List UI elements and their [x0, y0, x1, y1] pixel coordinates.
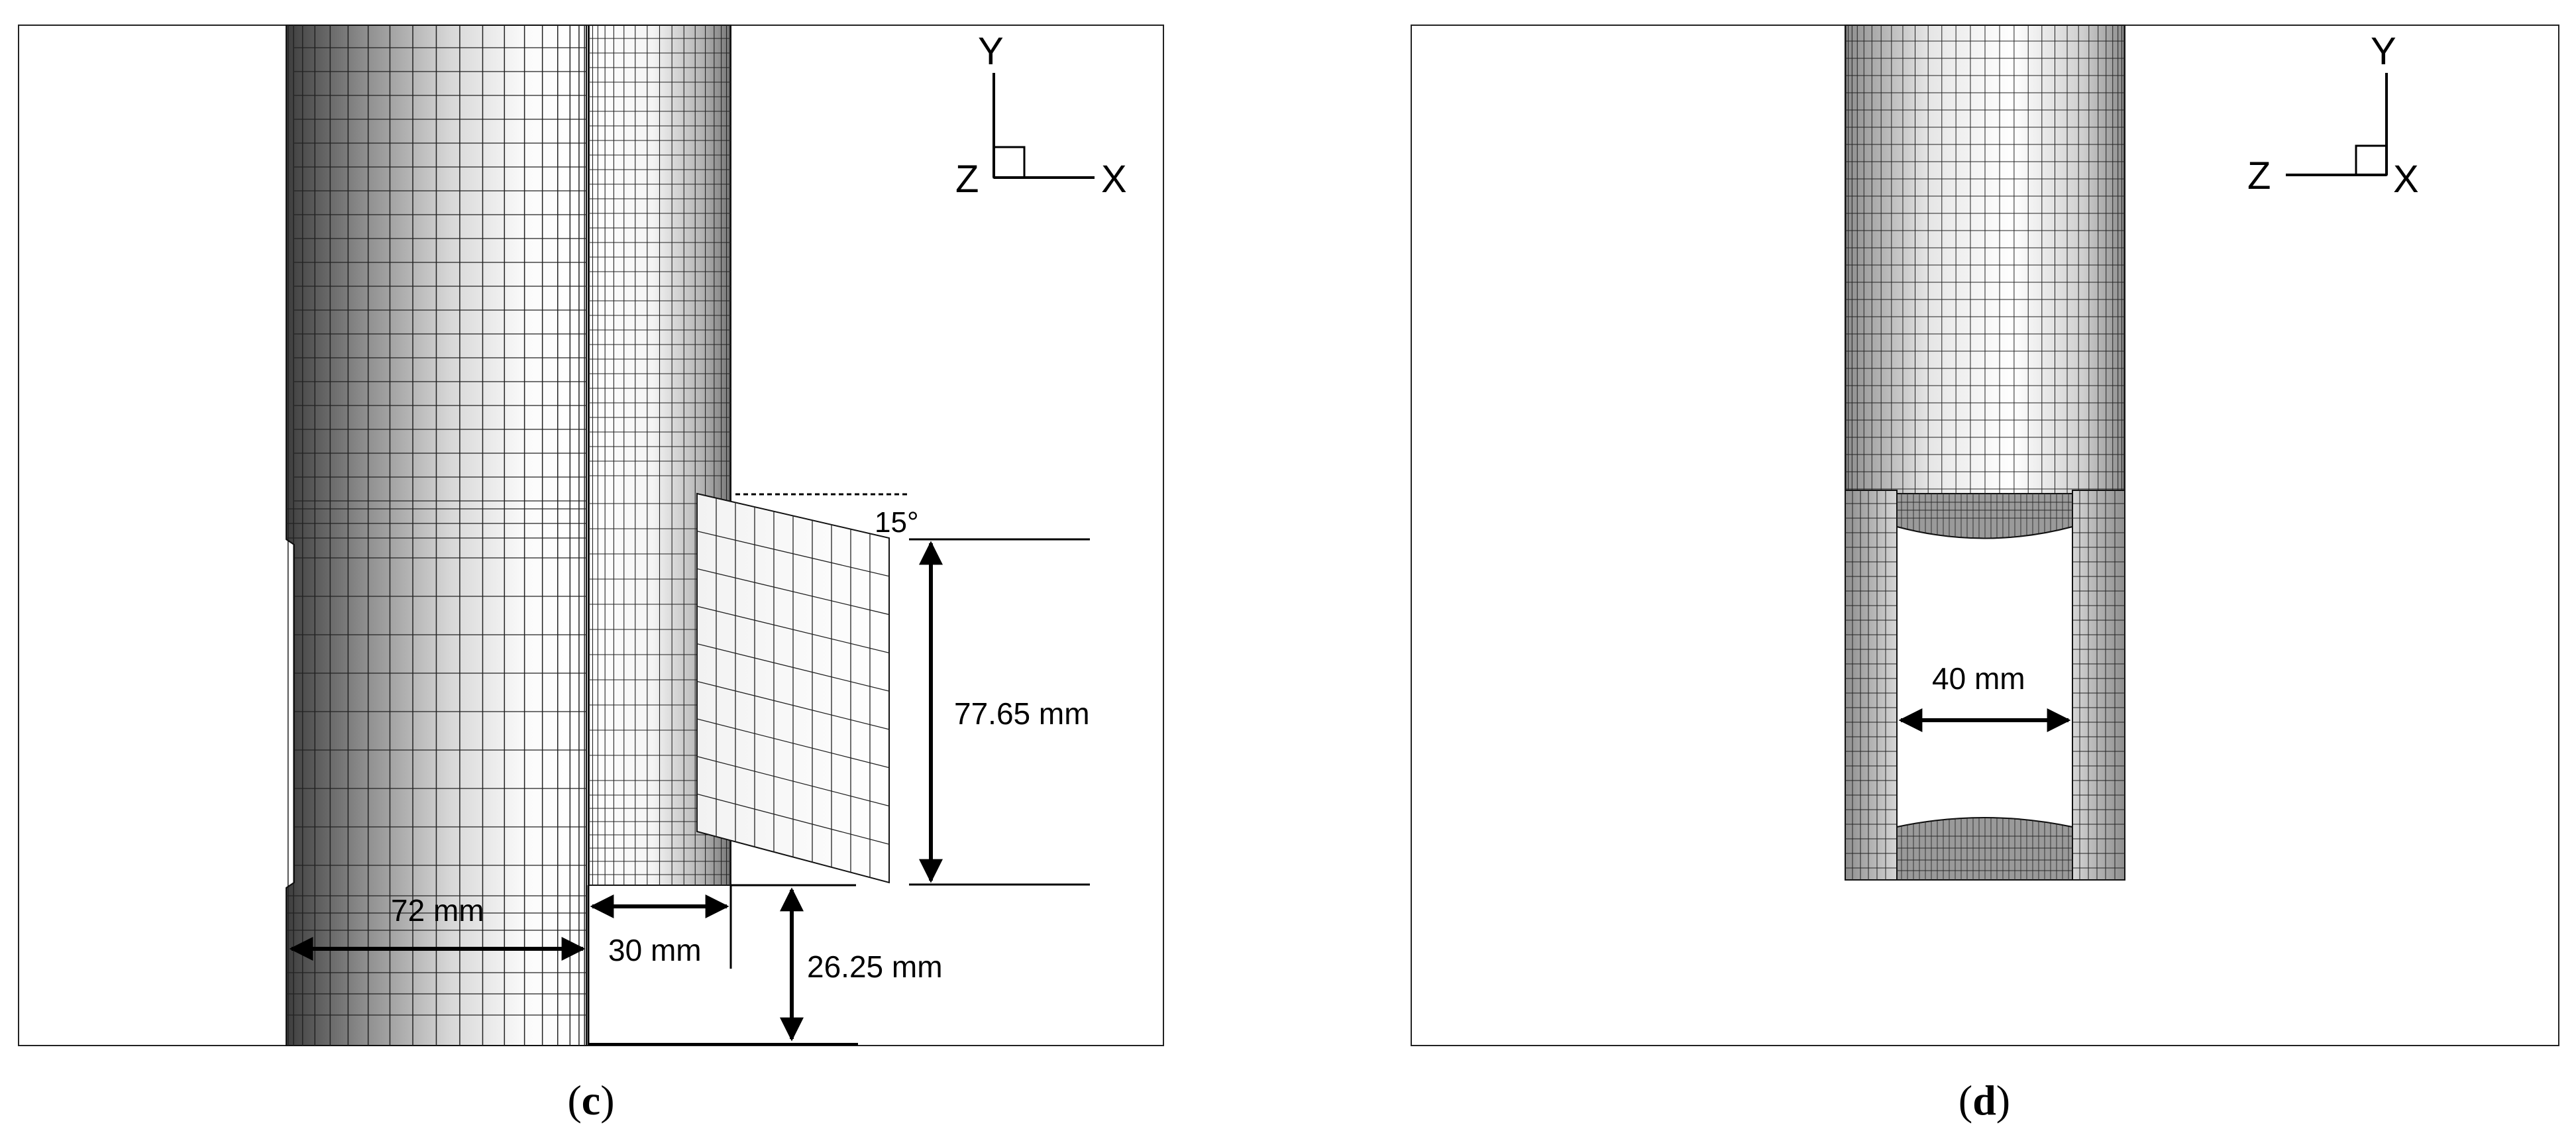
axis-z-label: Z [955, 158, 979, 201]
axis-y-label: Y [2371, 30, 2396, 73]
dim-72-label: 72 mm [391, 893, 484, 928]
upper-pipe-mesh [1845, 25, 2125, 498]
panel-c: 15° 77.65 mm 72 mm 30 mm 26.25 mm Y Z X … [18, 25, 1164, 1124]
axis-z-label: Z [2247, 154, 2271, 197]
axis-y-label: Y [978, 30, 1004, 73]
dim-77-label: 77.65 mm [954, 696, 1090, 731]
inclined-plate-mesh [696, 492, 890, 884]
axis-triad-c: Y Z X [955, 30, 1127, 201]
opening-void [1896, 525, 2073, 828]
dim-26-label: 26.25 mm [807, 949, 943, 984]
caption-c: (c) [567, 1077, 614, 1124]
caption-d: (d) [1959, 1077, 2010, 1124]
side-walls-mesh [1845, 490, 2125, 881]
axis-triad-d: Y Z X [2247, 30, 2419, 201]
main-pipe-mesh [286, 25, 587, 1046]
axis-x-label: X [2393, 158, 2419, 201]
dim-40-label: 40 mm [1932, 661, 2025, 696]
dim-30-label: 30 mm [608, 933, 702, 967]
angle-label: 15° [875, 506, 919, 539]
panel-d: 40 mm Y Z X (d) [1411, 25, 2559, 1124]
axis-x-label: X [1101, 158, 1127, 201]
